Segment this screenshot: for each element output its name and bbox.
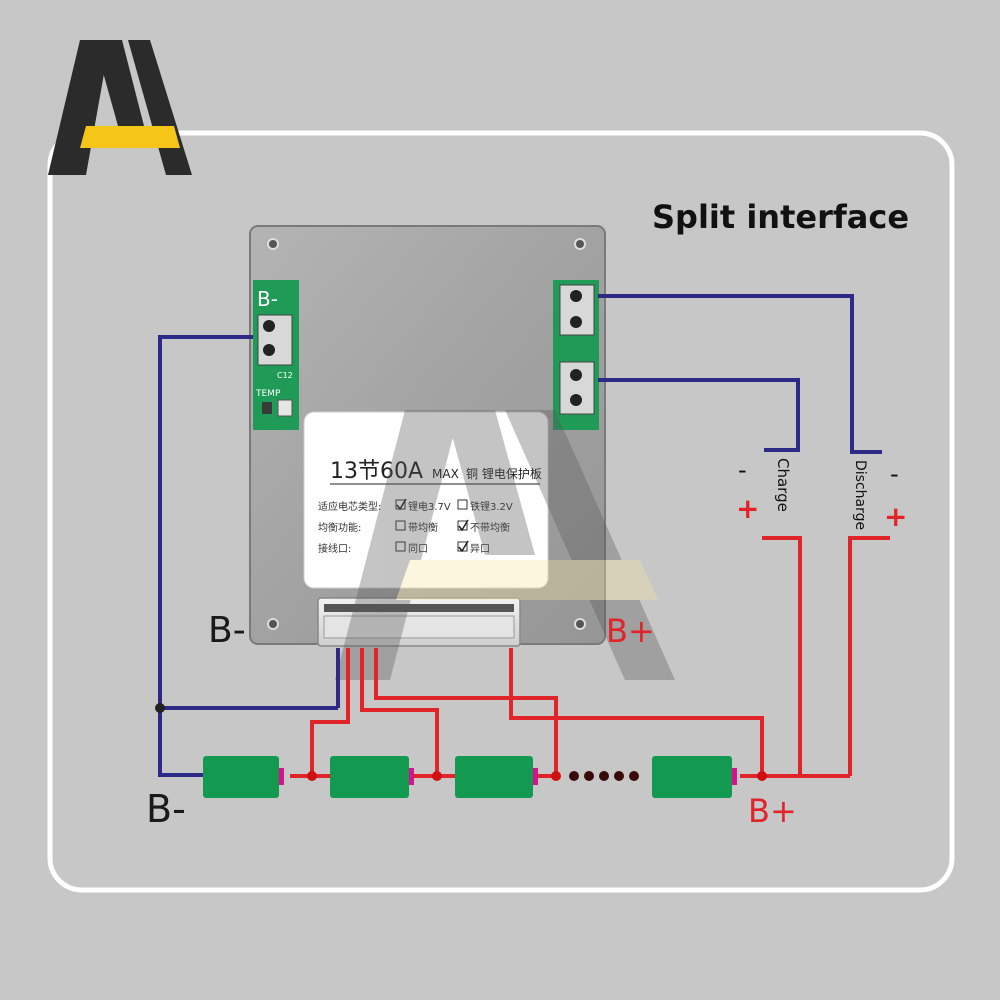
row1-opt2: 铁锂3.2V <box>470 500 513 513</box>
bminus-pad-area: B- C12 TEMP <box>253 280 299 430</box>
temp-label: TEMP <box>255 389 281 399</box>
output-terminals <box>553 280 599 430</box>
pcb-code-label: C12 <box>277 371 293 380</box>
label-title-a: 13节60A <box>330 459 423 484</box>
balance-connector <box>317 597 521 647</box>
row2-label: 均衡功能: <box>318 521 361 534</box>
battery-cell <box>652 756 732 798</box>
charge-label: Charge <box>774 458 792 512</box>
row3-label: 接线口: <box>318 542 351 555</box>
check-mark-icon <box>458 519 469 532</box>
battery-cells <box>203 756 737 798</box>
content-frame <box>47 130 955 893</box>
junction-dot <box>155 703 165 713</box>
battery-cell <box>203 756 279 798</box>
discharge-label: Discharge <box>852 460 868 530</box>
row1-opt1: 锂电3.7V <box>408 500 451 513</box>
charge-minus-sign: - <box>738 456 747 484</box>
row3-opt2: 异口 <box>470 543 490 555</box>
row2-opt1: 带均衡 <box>408 522 438 534</box>
cell-series-ellipsis <box>569 771 639 781</box>
row2-opt2: 不带均衡 <box>470 522 510 534</box>
spec-label <box>303 411 549 589</box>
discharge-plus-sign: + <box>884 500 907 533</box>
discharge-minus-sign: - <box>890 460 899 488</box>
positive-wires <box>290 536 890 778</box>
board-bplus-label: B+ <box>606 612 655 650</box>
junction-dot <box>757 771 767 781</box>
cells-bminus-label: B- <box>146 787 186 831</box>
junction-dot <box>307 771 317 781</box>
battery-cell <box>330 756 409 798</box>
board-bminus-label: B- <box>208 610 246 651</box>
charge-plus-sign: + <box>736 492 759 525</box>
cells-bplus-label: B+ <box>748 792 797 830</box>
check-mark-icon <box>396 498 407 511</box>
label-title-b: MAX <box>432 467 459 481</box>
junction-dot <box>551 771 561 781</box>
title: Split interface <box>652 198 909 236</box>
watermark-logo <box>335 410 675 680</box>
junction-dot <box>432 771 442 781</box>
row3-opt1: 同口 <box>408 543 428 555</box>
brand-logo <box>48 40 192 175</box>
row1-label: 适应电芯类型: <box>318 500 381 513</box>
pad-bminus-label: B- <box>257 287 278 311</box>
battery-cell <box>455 756 533 798</box>
bms-board: B- C12 TEMP 13节60A MAX 铜 锂电保护板 适应电芯类型: 锂… <box>249 225 606 647</box>
check-mark-icon <box>458 540 469 553</box>
label-title-c: 铜 锂电保护板 <box>466 466 542 481</box>
